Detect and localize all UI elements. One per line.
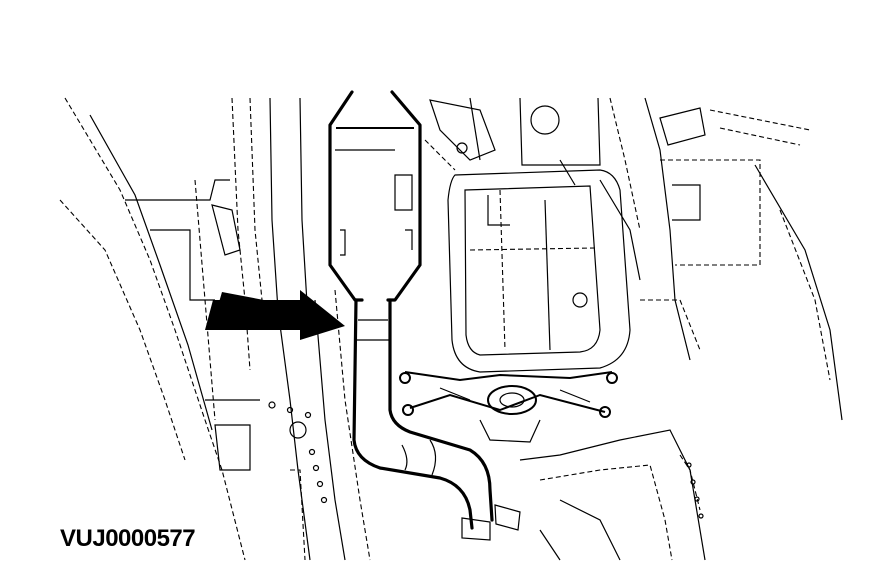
figure-id-label: VUJ0000577 — [60, 525, 196, 552]
transmission-pan — [447, 97, 631, 373]
mounting-holes — [268, 401, 328, 504]
catalytic-converter — [328, 90, 422, 302]
right-frame-rail — [599, 97, 843, 421]
cross-member-bracket — [399, 371, 618, 443]
left-frame-rail — [59, 97, 260, 561]
upper-center-details — [424, 97, 576, 186]
left-vertical-members — [211, 97, 371, 561]
exhaust-pipe — [352, 298, 521, 541]
lower-right-structure — [519, 429, 706, 561]
arrow-pointer-icon — [205, 290, 345, 340]
